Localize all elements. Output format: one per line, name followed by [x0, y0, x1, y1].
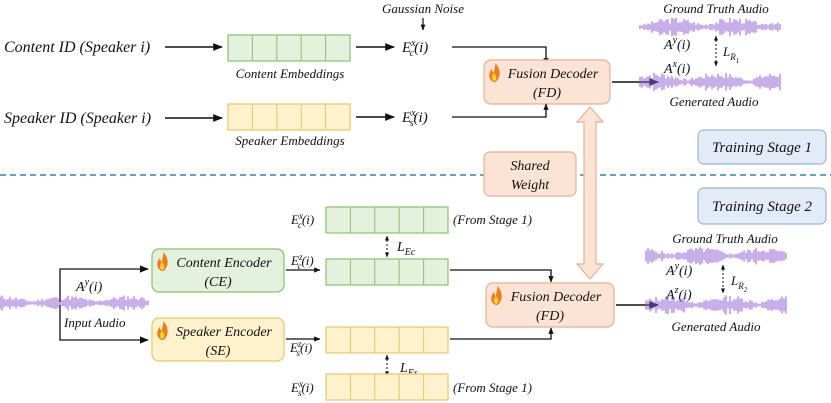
a-z-label: Az(i)	[665, 285, 692, 303]
ecz-to-decoder-arrow	[450, 269, 554, 283]
a-y-label-2: Ay(i)	[665, 261, 693, 279]
speaker-encoder-abbr: (SE)	[206, 344, 231, 359]
shared-weight-line1: Shared	[510, 159, 550, 174]
input-to-ce-arrow	[59, 265, 149, 302]
speaker-id-label: Speaker ID (Speaker i)	[4, 110, 151, 127]
es-x-bar	[325, 373, 449, 401]
training-stage-1-box: Training Stage 1	[697, 129, 827, 165]
a-x-label: Ax(i)	[663, 59, 691, 77]
ec-z-bar	[325, 258, 449, 286]
generated-audio-label-1: Generated Audio	[670, 94, 759, 109]
input-waveform	[0, 295, 149, 311]
content-embeddings-bar	[227, 34, 351, 62]
loss-ec-label: LEc	[396, 240, 416, 258]
gt-waveform-1	[639, 17, 781, 37]
loss-r1-label: LR1	[722, 44, 739, 65]
input-audio-label: Input Audio	[63, 315, 126, 330]
fusion-decoder-abbr: (FD)	[533, 86, 561, 101]
gt-waveform-2	[645, 247, 787, 265]
gt-audio-label-2: Ground Truth Audio	[672, 231, 778, 246]
content-embeddings-label: Content Embeddings	[236, 66, 345, 81]
fusion-decoder-title-2: Fusion Decoder	[510, 290, 602, 305]
from-stage1-top: (From Stage 1)	[453, 212, 532, 227]
fusion-decoder-stage1: Fusion Decoder (FD)	[483, 59, 611, 105]
generated-audio-label-2: Generated Audio	[672, 319, 761, 334]
speaker-embeddings-label: Speaker Embeddings	[235, 133, 344, 148]
esz-to-decoder-arrow	[450, 327, 554, 340]
gt-audio-label-1: Ground Truth Audio	[663, 1, 769, 16]
shared-weight-line2: Weight	[511, 178, 550, 193]
input-a-y-label: Ay(i)	[75, 277, 103, 295]
ec-to-decoder-arrow	[452, 46, 549, 65]
speaker-embeddings-bar	[227, 103, 351, 131]
training-stage-1-label: Training Stage 1	[712, 140, 812, 156]
a-y-label-1: Ay(i)	[663, 35, 691, 53]
content-id-label: Content ID (Speaker i)	[4, 39, 150, 56]
content-encoder-abbr: (CE)	[204, 275, 232, 290]
from-stage1-bottom: (From Stage 1)	[453, 380, 532, 395]
es-to-decoder-arrow	[452, 103, 549, 118]
generated-waveform-1	[639, 72, 781, 92]
training-stage-2-box: Training Stage 2	[697, 187, 827, 225]
shared-weight-arrow	[575, 106, 605, 280]
fusion-decoder-stage2: Fusion Decoder (FD)	[485, 282, 615, 328]
training-stage-2-label: Training Stage 2	[712, 199, 813, 215]
ec-x-bar	[325, 206, 449, 234]
speaker-encoder-title: Speaker Encoder	[176, 325, 273, 340]
generated-waveform-2	[645, 295, 787, 315]
content-encoder-box: Content Encoder (CE)	[151, 248, 285, 293]
fusion-decoder-abbr-2: (FD)	[536, 309, 564, 324]
fusion-decoder-title: Fusion Decoder	[507, 67, 599, 82]
speaker-encoder-box: Speaker Encoder (SE)	[151, 317, 285, 362]
gaussian-noise-label: Gaussian Noise	[382, 1, 464, 16]
loss-r2-label: LR2	[730, 273, 748, 294]
shared-weight-box: Shared Weight	[483, 151, 577, 197]
es-z-bar	[325, 326, 449, 354]
input-to-se-arrow	[59, 305, 149, 344]
content-encoder-title: Content Encoder	[176, 256, 272, 271]
